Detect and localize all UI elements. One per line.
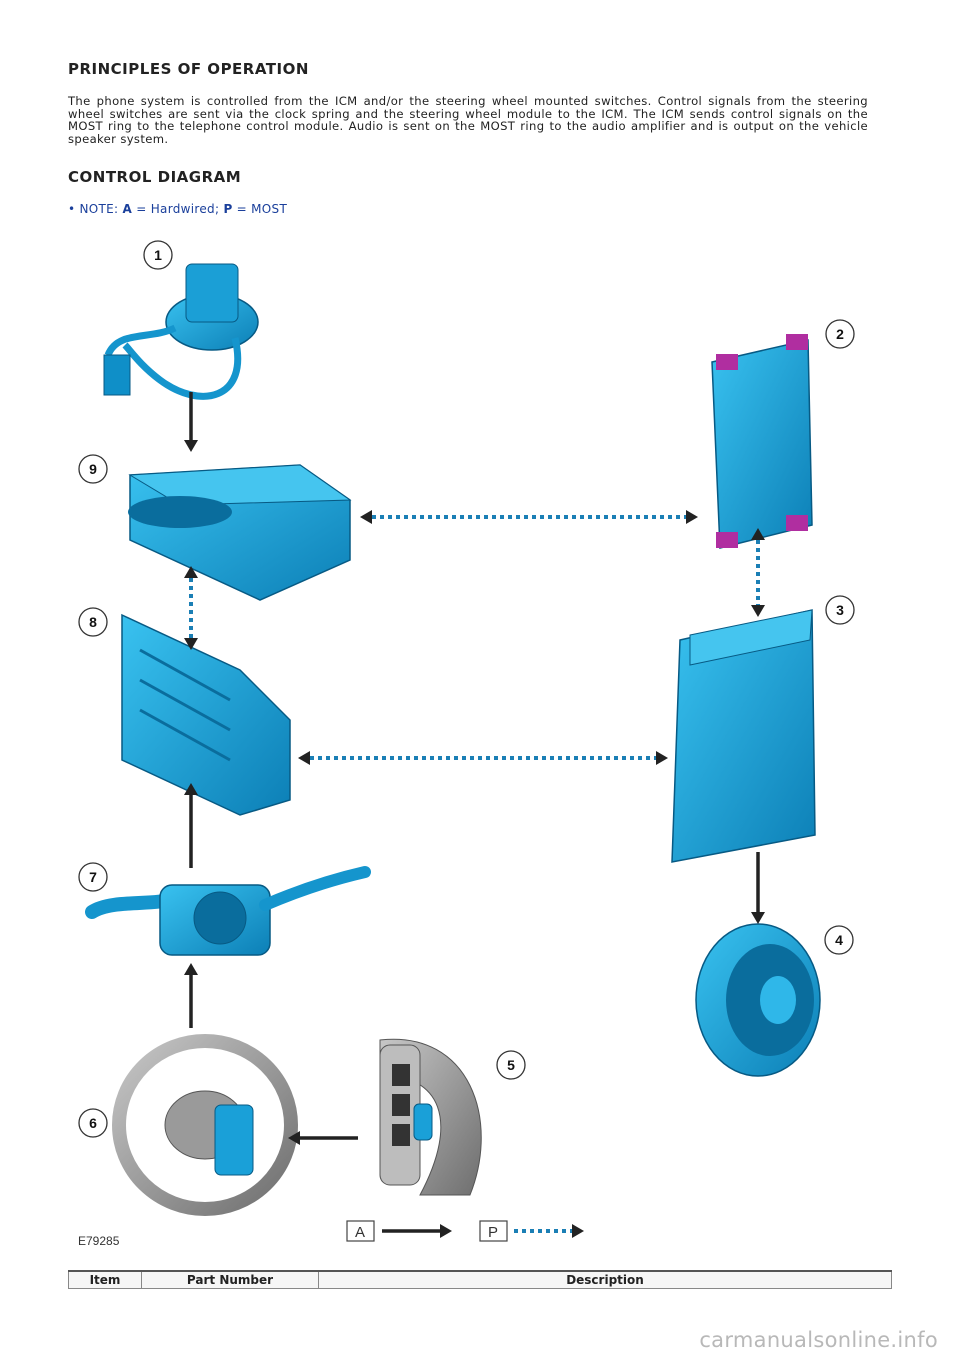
- heading-control-diagram: CONTROL DIAGRAM: [68, 168, 242, 186]
- svg-text:2: 2: [836, 326, 844, 342]
- header-description: Description: [318, 1270, 892, 1289]
- legend-most: P: [479, 1220, 584, 1242]
- note-key-p: P: [223, 202, 233, 216]
- heading-principles: PRINCIPLES OF OPERATION: [68, 60, 309, 78]
- telephone-module-component: [711, 334, 813, 549]
- most-arrowheads: [184, 510, 765, 765]
- svg-text:7: 7: [89, 869, 97, 885]
- callout-3: 3: [825, 595, 855, 625]
- watermark: carmanualsonline.info: [699, 1328, 938, 1352]
- callout-4: 4: [824, 925, 854, 955]
- svg-text:8: 8: [89, 614, 97, 630]
- header-part-number: Part Number: [141, 1270, 319, 1289]
- callout-9: 9: [78, 454, 108, 484]
- icm-component: [128, 464, 352, 601]
- note-bullet: •: [68, 202, 76, 216]
- speaker-component: [695, 923, 821, 1077]
- audio-amplifier-component: [671, 609, 816, 863]
- svg-text:1: 1: [154, 247, 162, 263]
- note-key-a: A: [122, 202, 133, 216]
- callout-2: 2: [825, 319, 855, 349]
- control-diagram: 1 2 3 4 5 6 7 8 9 A P: [78, 240, 855, 1242]
- diagram-note: • NOTE: A = Hardwired; P = MOST: [68, 202, 287, 216]
- svg-text:5: 5: [507, 1057, 515, 1073]
- svg-text:9: 9: [89, 461, 97, 477]
- table-header-row: Item Part Number Description: [68, 1270, 892, 1289]
- legend-hardwired: A: [346, 1220, 452, 1242]
- header-item: Item: [68, 1270, 142, 1289]
- principles-paragraph: The phone system is controlled from the …: [68, 94, 868, 146]
- callout-6: 6: [78, 1108, 108, 1138]
- steering-wheel-component: [112, 1034, 298, 1216]
- hardwired-links: [184, 392, 765, 1145]
- callout-8: 8: [78, 607, 108, 637]
- steering-wheel-switches-component: [366, 1035, 512, 1196]
- most-links: [189, 515, 760, 760]
- note-text-p: = MOST: [236, 202, 288, 216]
- note-prefix: NOTE:: [79, 202, 119, 216]
- svg-text:6: 6: [89, 1115, 97, 1131]
- figure-id: E79285: [78, 1234, 120, 1248]
- note-text-a: = Hardwired;: [136, 202, 220, 216]
- steering-column-switch-component: [85, 866, 371, 956]
- callout-5: 5: [496, 1050, 526, 1080]
- legend-key-a: A: [355, 1224, 365, 1241]
- svg-text:4: 4: [835, 932, 843, 948]
- clock-spring-component: [103, 263, 259, 400]
- callout-1: 1: [143, 240, 173, 270]
- control-panel-component: [121, 613, 291, 816]
- items-table: Item Part Number Description: [68, 1270, 892, 1289]
- callout-7: 7: [78, 862, 108, 892]
- svg-text:3: 3: [836, 602, 844, 618]
- legend-key-p: P: [488, 1224, 498, 1241]
